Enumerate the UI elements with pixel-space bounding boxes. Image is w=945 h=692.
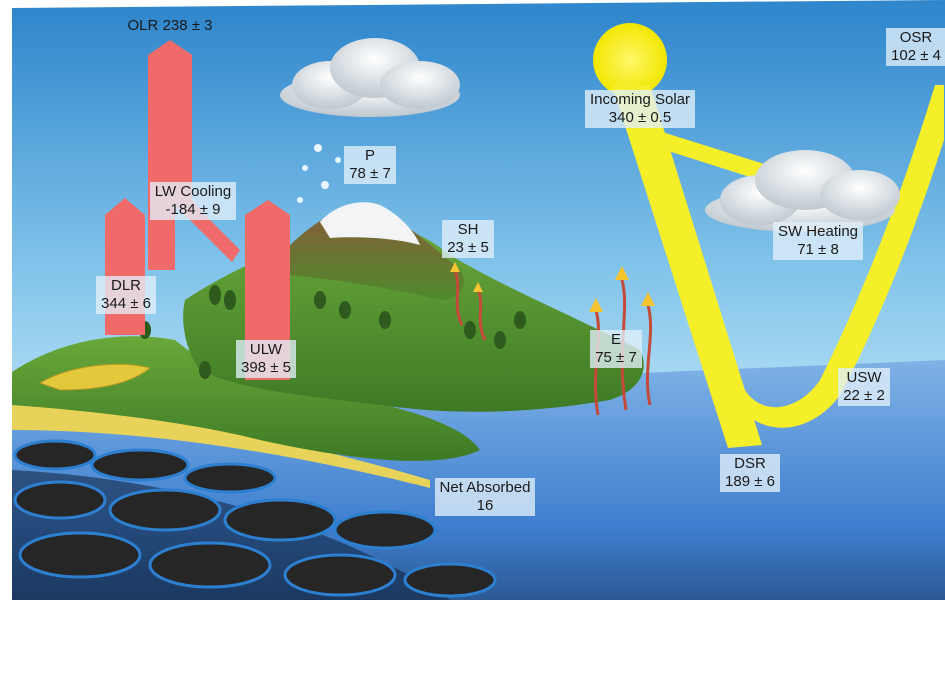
lw-cooling-title: LW Cooling: [154, 183, 232, 200]
usw-title: USW: [846, 369, 882, 386]
lw-cooling-label: LW Cooling-184 ± 9: [138, 182, 248, 220]
beach: [12, 405, 430, 488]
usw-value: 22 ± 2: [843, 387, 885, 404]
sun: [593, 23, 667, 97]
olr-text: OLR 238 ± 3: [127, 17, 213, 34]
reflected-shortwave-beam: [742, 85, 944, 428]
precipitation-title: P: [364, 147, 375, 164]
dlr-title: DLR: [110, 277, 141, 294]
page-margin-bottom: [0, 600, 945, 692]
net-absorbed-value: 16: [476, 497, 494, 514]
incoming-solar-title: Incoming Solar: [589, 91, 691, 108]
precipitation-drops: [297, 144, 341, 203]
olr-label: OLR 238 ± 3: [108, 16, 232, 36]
osr-title: OSR: [899, 29, 933, 46]
sh-flames: [450, 262, 483, 292]
dlr-value: 344 ± 6: [101, 295, 151, 312]
incoming-solar-beam: [612, 85, 762, 448]
sw-heating-title: SW Heating: [777, 223, 859, 240]
sh-title: SH: [457, 221, 479, 238]
cloud-right: [705, 150, 900, 232]
lw-cooling-value: -184 ± 9: [165, 201, 221, 218]
sh-value: 23 ± 5: [447, 239, 489, 256]
ulw-arrow: [245, 200, 290, 380]
seabed-rocks: [13, 439, 497, 598]
mountain-snow: [320, 202, 420, 245]
incoming-solar-value: 340 ± 0.5: [608, 109, 672, 126]
sw-heating-value: 71 ± 8: [797, 241, 839, 258]
evaporation-flames: [589, 266, 655, 312]
evaporation-value: 75 ± 7: [595, 349, 637, 366]
dsr-value: 189 ± 6: [725, 473, 775, 490]
precipitation-value: 78 ± 7: [349, 165, 391, 182]
cloud-top: [280, 38, 460, 117]
osr-value: 102 ± 4: [891, 47, 941, 64]
lw-cooling-link: [198, 215, 240, 262]
net-absorbed-title: Net Absorbed: [439, 479, 531, 496]
evaporation-title: E: [610, 331, 621, 348]
trees: [139, 285, 526, 379]
sh-arrows: [453, 269, 487, 341]
ulw-value: 398 ± 5: [241, 359, 291, 376]
crop-field: [38, 363, 152, 391]
dsr-title: DSR: [734, 455, 766, 472]
ulw-title: ULW: [249, 341, 283, 358]
